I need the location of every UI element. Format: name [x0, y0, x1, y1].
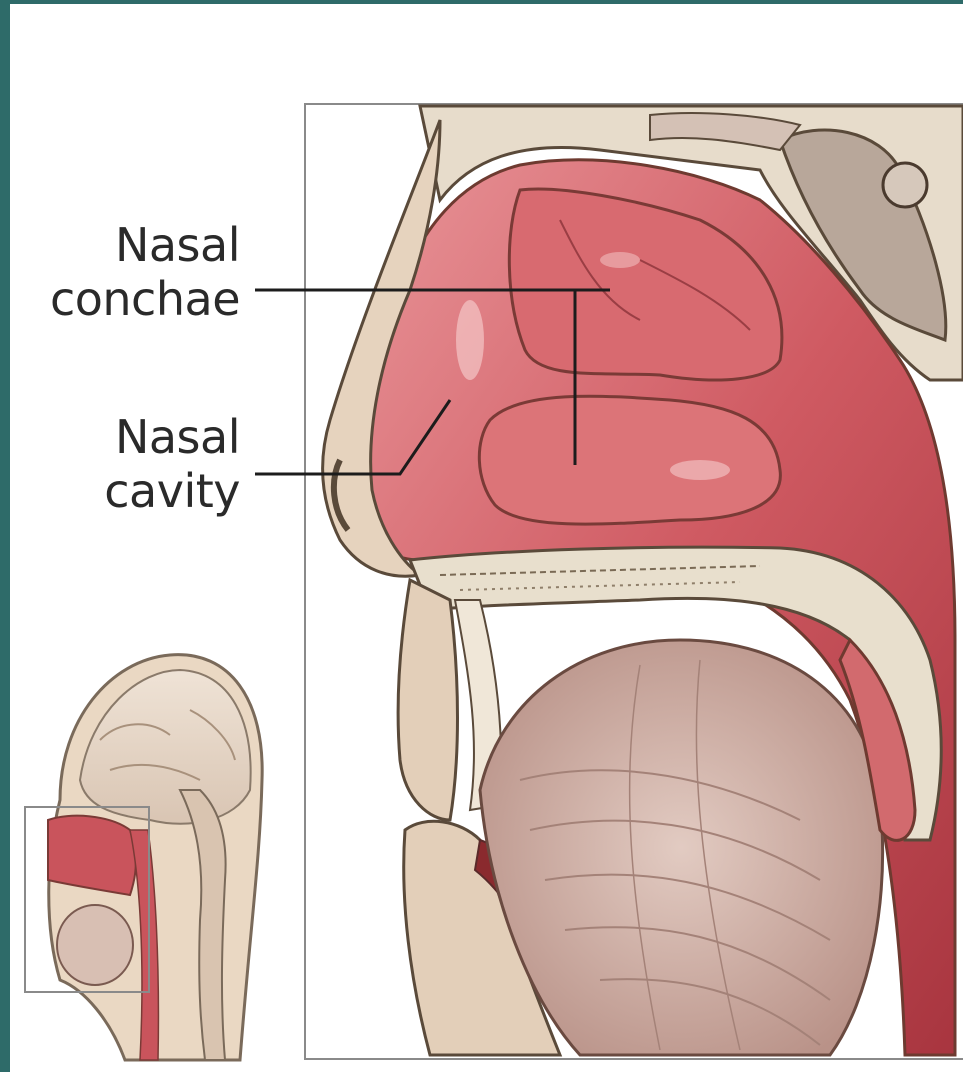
head-thumbnail	[25, 655, 262, 1060]
label-nasal-conchae-line1: Nasal	[40, 218, 240, 272]
label-nasal-cavity: Nasal cavity	[40, 410, 240, 518]
nasal-cross-section	[323, 106, 963, 1055]
label-nasal-cavity-line1: Nasal	[40, 410, 240, 464]
label-nasal-cavity-line2: cavity	[40, 464, 240, 518]
label-nasal-conchae: Nasal conchae	[40, 218, 240, 326]
label-nasal-conchae-line2: conchae	[40, 272, 240, 326]
